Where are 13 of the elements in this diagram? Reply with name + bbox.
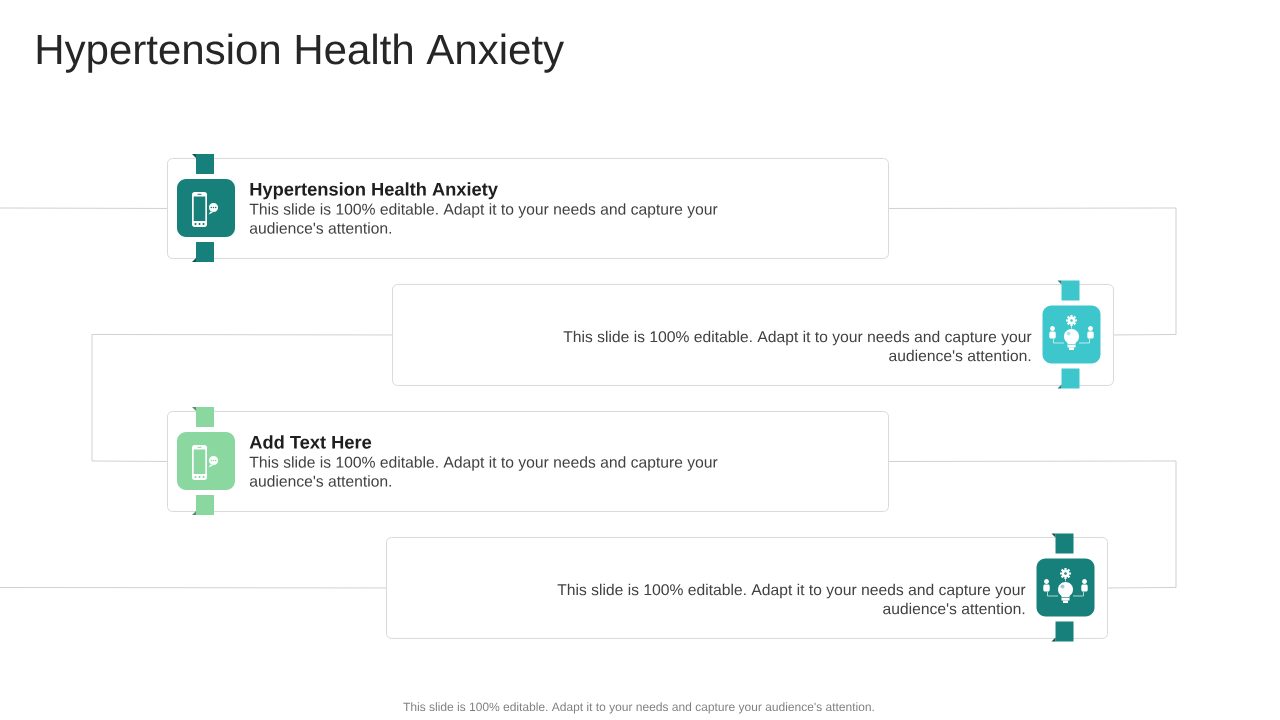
connector-line <box>888 207 1177 336</box>
card-text: This slide is 100% editable. Adapt it to your needs and capture your audience's attention. <box>249 203 718 234</box>
footer-note: This slide is 100% editable. Adapt it to your needs and capture your audience's attention. <box>403 702 874 714</box>
connector-line <box>91 334 393 462</box>
slide-title: Hypertension Health Anxiety <box>37 33 564 73</box>
card-text: This slide is 100% editable. Adapt it to your needs and capture your audience's attention. <box>249 456 718 487</box>
card-heading: Add Text Here <box>249 435 372 449</box>
card-text: This slide is 100% editable. Adapt it to your needs and capture your audience's attention. <box>563 330 1032 362</box>
connector-line <box>0 207 168 209</box>
card-heading: Hypertension Health Anxiety <box>250 182 498 200</box>
connector-line <box>0 587 387 589</box>
card-text: This slide is 100% editable. Adapt it to your needs and capture your audience's attention. <box>557 583 1026 615</box>
connector-line <box>888 460 1177 589</box>
